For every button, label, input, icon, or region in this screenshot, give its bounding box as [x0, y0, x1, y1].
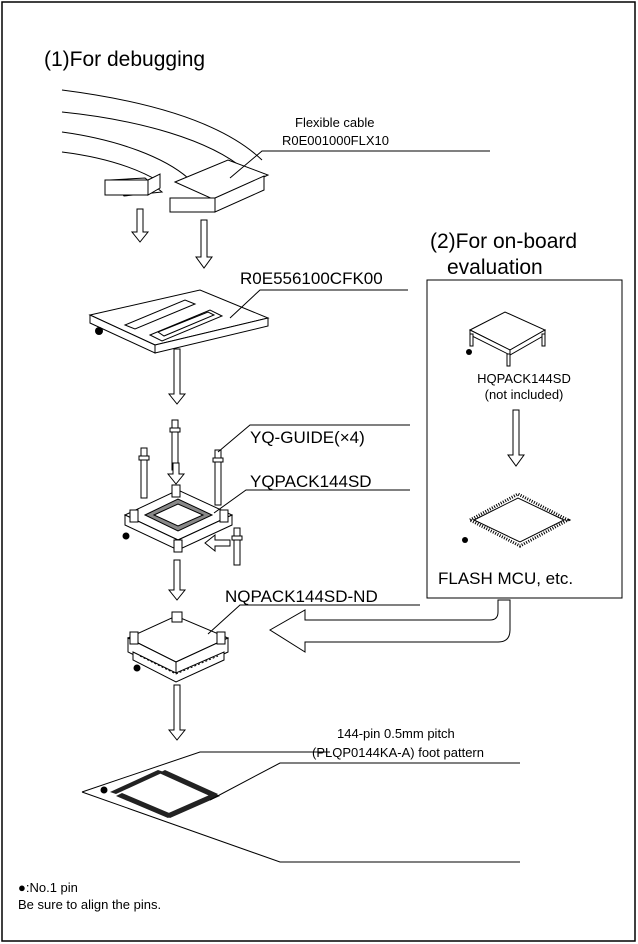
label-foot-pattern-line1: 144-pin 0.5mm pitch: [337, 726, 455, 741]
legend-align-pins: Be sure to align the pins.: [18, 897, 161, 912]
label-nqpack: NQPACK144SD-ND: [225, 587, 378, 606]
title-for-debugging: (1)For debugging: [44, 48, 205, 71]
arrow-down-2: [195, 219, 213, 269]
arrow-down-guide: [166, 462, 186, 485]
hqpack-illustration: [466, 311, 547, 367]
arrow-down-4: [167, 559, 187, 601]
nqpack-illustration: [126, 611, 230, 683]
leader-yq-guide: [217, 424, 410, 453]
arrow-onboard-to-nqpack: [269, 599, 511, 653]
label-yqpack: YQPACK144SD: [250, 472, 372, 491]
arrow-left-guide: [204, 533, 231, 553]
arrow-down-1: [130, 208, 150, 243]
leader-foot-pattern: [209, 762, 520, 801]
converter-board-illustration: [88, 289, 270, 354]
label-foot-pattern-line2: (PLQP0144KA-A) foot pattern: [312, 745, 484, 760]
yq-guide-screws: [138, 419, 243, 566]
leader-converter-board: [229, 289, 408, 319]
label-flexible-cable: Flexible cable: [295, 115, 375, 130]
label-yq-guide: YQ-GUIDE(×4): [250, 428, 365, 447]
label-hqpack-note: (not included): [485, 387, 564, 402]
leader-flexible-cable: [229, 150, 490, 179]
yqpack-illustration: [122, 484, 234, 553]
flash-mcu-illustration: [462, 492, 572, 548]
label-converter-board: R0E556100CFK00: [240, 269, 383, 288]
title-for-onboard-line2: evaluation: [447, 256, 543, 279]
legend-no1-pin: ●:No.1 pin: [18, 880, 78, 895]
label-hqpack: HQPACK144SD: [477, 371, 571, 386]
arrow-down-5: [167, 684, 187, 741]
leader-yqpack: [213, 489, 410, 514]
label-flash-mcu: FLASH MCU, etc.: [438, 569, 573, 588]
leader-nqpack: [207, 604, 420, 635]
title-for-onboard-line1: (2)For on-board: [430, 230, 577, 253]
label-flexible-cable-part: R0E001000FLX10: [282, 133, 389, 148]
pcb-foot-pattern-illustration: [81, 751, 520, 863]
arrow-down-onboard: [507, 409, 525, 467]
arrow-down-3: [167, 348, 187, 405]
flexible-cable-illustration: [61, 89, 270, 213]
